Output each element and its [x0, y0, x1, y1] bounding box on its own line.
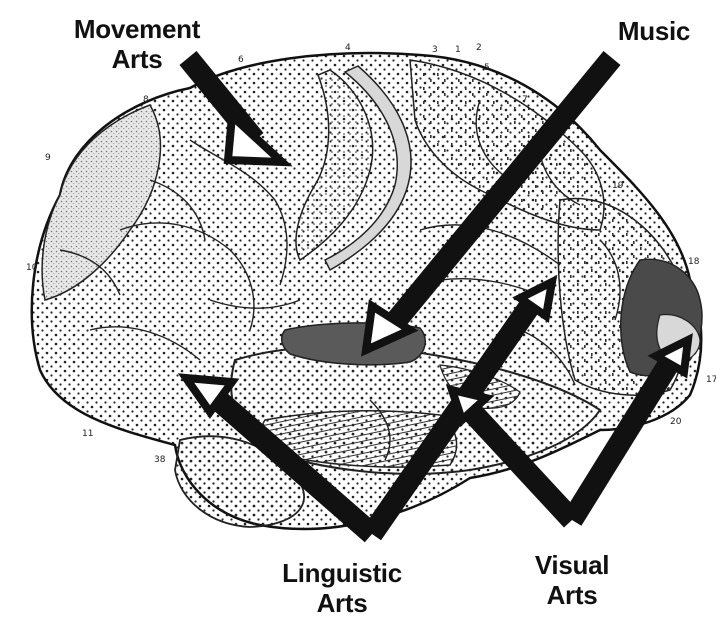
- visual-label-line2: Arts: [512, 580, 632, 610]
- area-number: 20: [670, 417, 682, 427]
- music-label: Music: [604, 16, 704, 46]
- area-number: 7: [522, 95, 528, 105]
- area-number: 4: [345, 43, 351, 53]
- area-number: 6: [238, 55, 244, 65]
- visual-arts-label: Visual Arts: [512, 550, 632, 610]
- movement-arts-label: Movement Arts: [52, 14, 222, 74]
- area-number: 17: [706, 375, 716, 385]
- area-number: 5: [484, 63, 490, 73]
- music-label-text: Music: [604, 16, 704, 46]
- area-number: 18: [688, 257, 700, 267]
- visual-label-line1: Visual: [512, 550, 632, 580]
- area-number: 3: [432, 45, 438, 55]
- area-number: 11: [82, 429, 93, 439]
- area-number: 2: [476, 43, 482, 53]
- linguistic-label-line2: Arts: [262, 588, 422, 618]
- linguistic-arts-label: Linguistic Arts: [262, 558, 422, 618]
- linguistic-label-line1: Linguistic: [262, 558, 422, 588]
- area-number: 19: [612, 181, 624, 191]
- area-number: 9: [45, 153, 51, 163]
- area-number: 1: [455, 45, 461, 55]
- area-number: 38: [154, 455, 166, 465]
- movement-label-line2: Arts: [52, 44, 222, 74]
- area-number: 8: [143, 95, 149, 105]
- area-number: 10: [26, 263, 38, 273]
- movement-label-line1: Movement: [52, 14, 222, 44]
